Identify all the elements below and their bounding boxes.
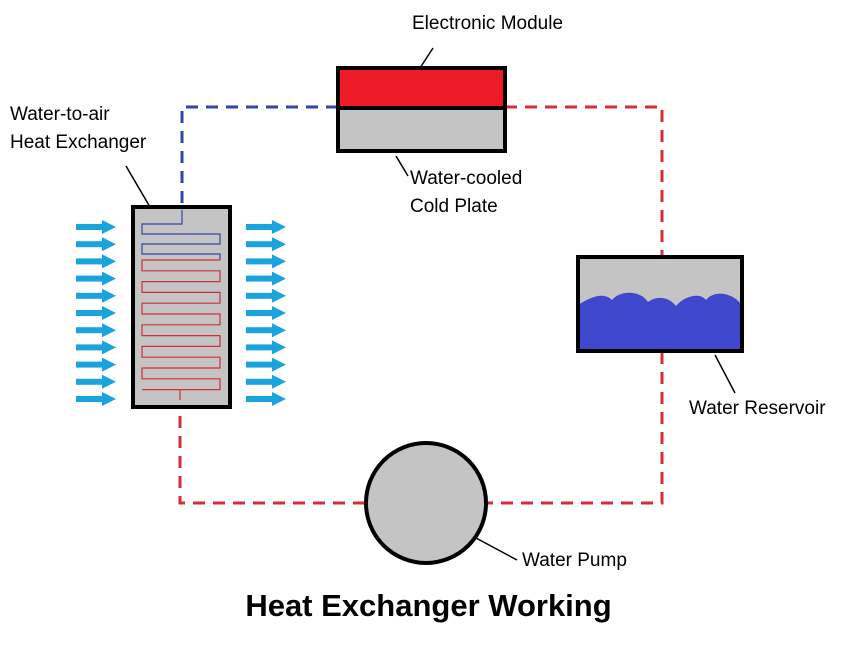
air-outflow-arrows [246, 220, 286, 406]
air-in-arrow [76, 220, 116, 234]
heat-exchanger-coil-hot [141, 259, 221, 400]
air-in-arrow [76, 254, 116, 269]
air-in-arrow [76, 357, 116, 372]
air-out-arrow [246, 271, 286, 286]
air-in-arrow [76, 323, 116, 338]
air-in-arrow [76, 392, 116, 406]
air-in-arrow [76, 374, 116, 389]
electronic-module [336, 66, 507, 110]
electronic-module-label: Electronic Module [412, 13, 564, 34]
leader-lines [125, 47, 736, 561]
water-pump-label: Water Pump [522, 550, 627, 571]
air-out-arrow [246, 288, 286, 303]
air-in-arrow [76, 288, 116, 303]
air-out-arrow [246, 340, 286, 355]
air-out-arrow [246, 392, 286, 406]
air-in-arrow [76, 271, 116, 286]
air-out-arrow [246, 374, 286, 389]
water-pump [364, 441, 488, 565]
air-inflow-arrows [76, 220, 116, 406]
air-out-arrow [246, 220, 286, 234]
air-out-arrow [246, 306, 286, 320]
air-in-arrow [76, 237, 116, 252]
air-out-arrow [246, 323, 286, 338]
heat-exchanger [131, 205, 232, 409]
cold-plate-label-line1: Water-cooled [410, 168, 523, 189]
air-in-arrow [76, 340, 116, 355]
diagram-title: Heat Exchanger Working [245, 588, 612, 623]
air-out-arrow [246, 254, 286, 269]
heat-exchanger-coil-cold [141, 210, 221, 260]
water-reservoir-label: Water Reservoir [689, 398, 826, 419]
heat-exchanger-label-line2: Heat Exchanger [10, 132, 147, 153]
air-out-arrow [246, 237, 286, 252]
cold-water-pipe [180, 105, 338, 210]
heat-exchanger-label-line1: Water-to-air [10, 104, 110, 125]
reservoir-water [578, 292, 742, 351]
air-out-arrow [246, 357, 286, 372]
water-cooled-cold-plate [336, 106, 507, 153]
cold-plate-label-line2: Cold Plate [410, 196, 498, 217]
water-reservoir [576, 255, 744, 353]
air-in-arrow [76, 306, 116, 320]
